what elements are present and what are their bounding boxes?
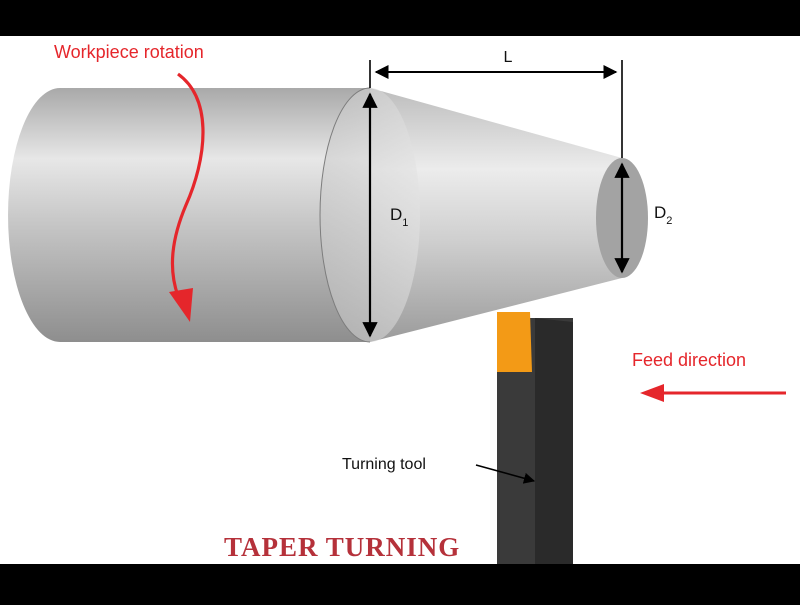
tool-body-shade bbox=[535, 318, 573, 564]
feed-arrow-head bbox=[640, 384, 664, 402]
diagram-title: TAPER TURNING bbox=[224, 532, 460, 562]
workpiece-taper bbox=[370, 88, 622, 342]
tool-label: Turning tool bbox=[342, 456, 426, 473]
feed-label: Feed direction bbox=[632, 350, 746, 370]
tool-pointer-arrow bbox=[475, 464, 536, 484]
rotation-arrow-curve bbox=[170, 72, 205, 297]
length-label: L bbox=[504, 49, 513, 66]
tool-insert bbox=[497, 312, 532, 372]
d2-label: D2 bbox=[654, 203, 672, 227]
large-end-edge bbox=[319, 87, 371, 343]
rotation-label: Workpiece rotation bbox=[54, 42, 204, 62]
rotation-arrow-head bbox=[169, 288, 193, 322]
workpiece-cylinder bbox=[8, 88, 371, 342]
d1-label: D1 bbox=[390, 205, 408, 229]
